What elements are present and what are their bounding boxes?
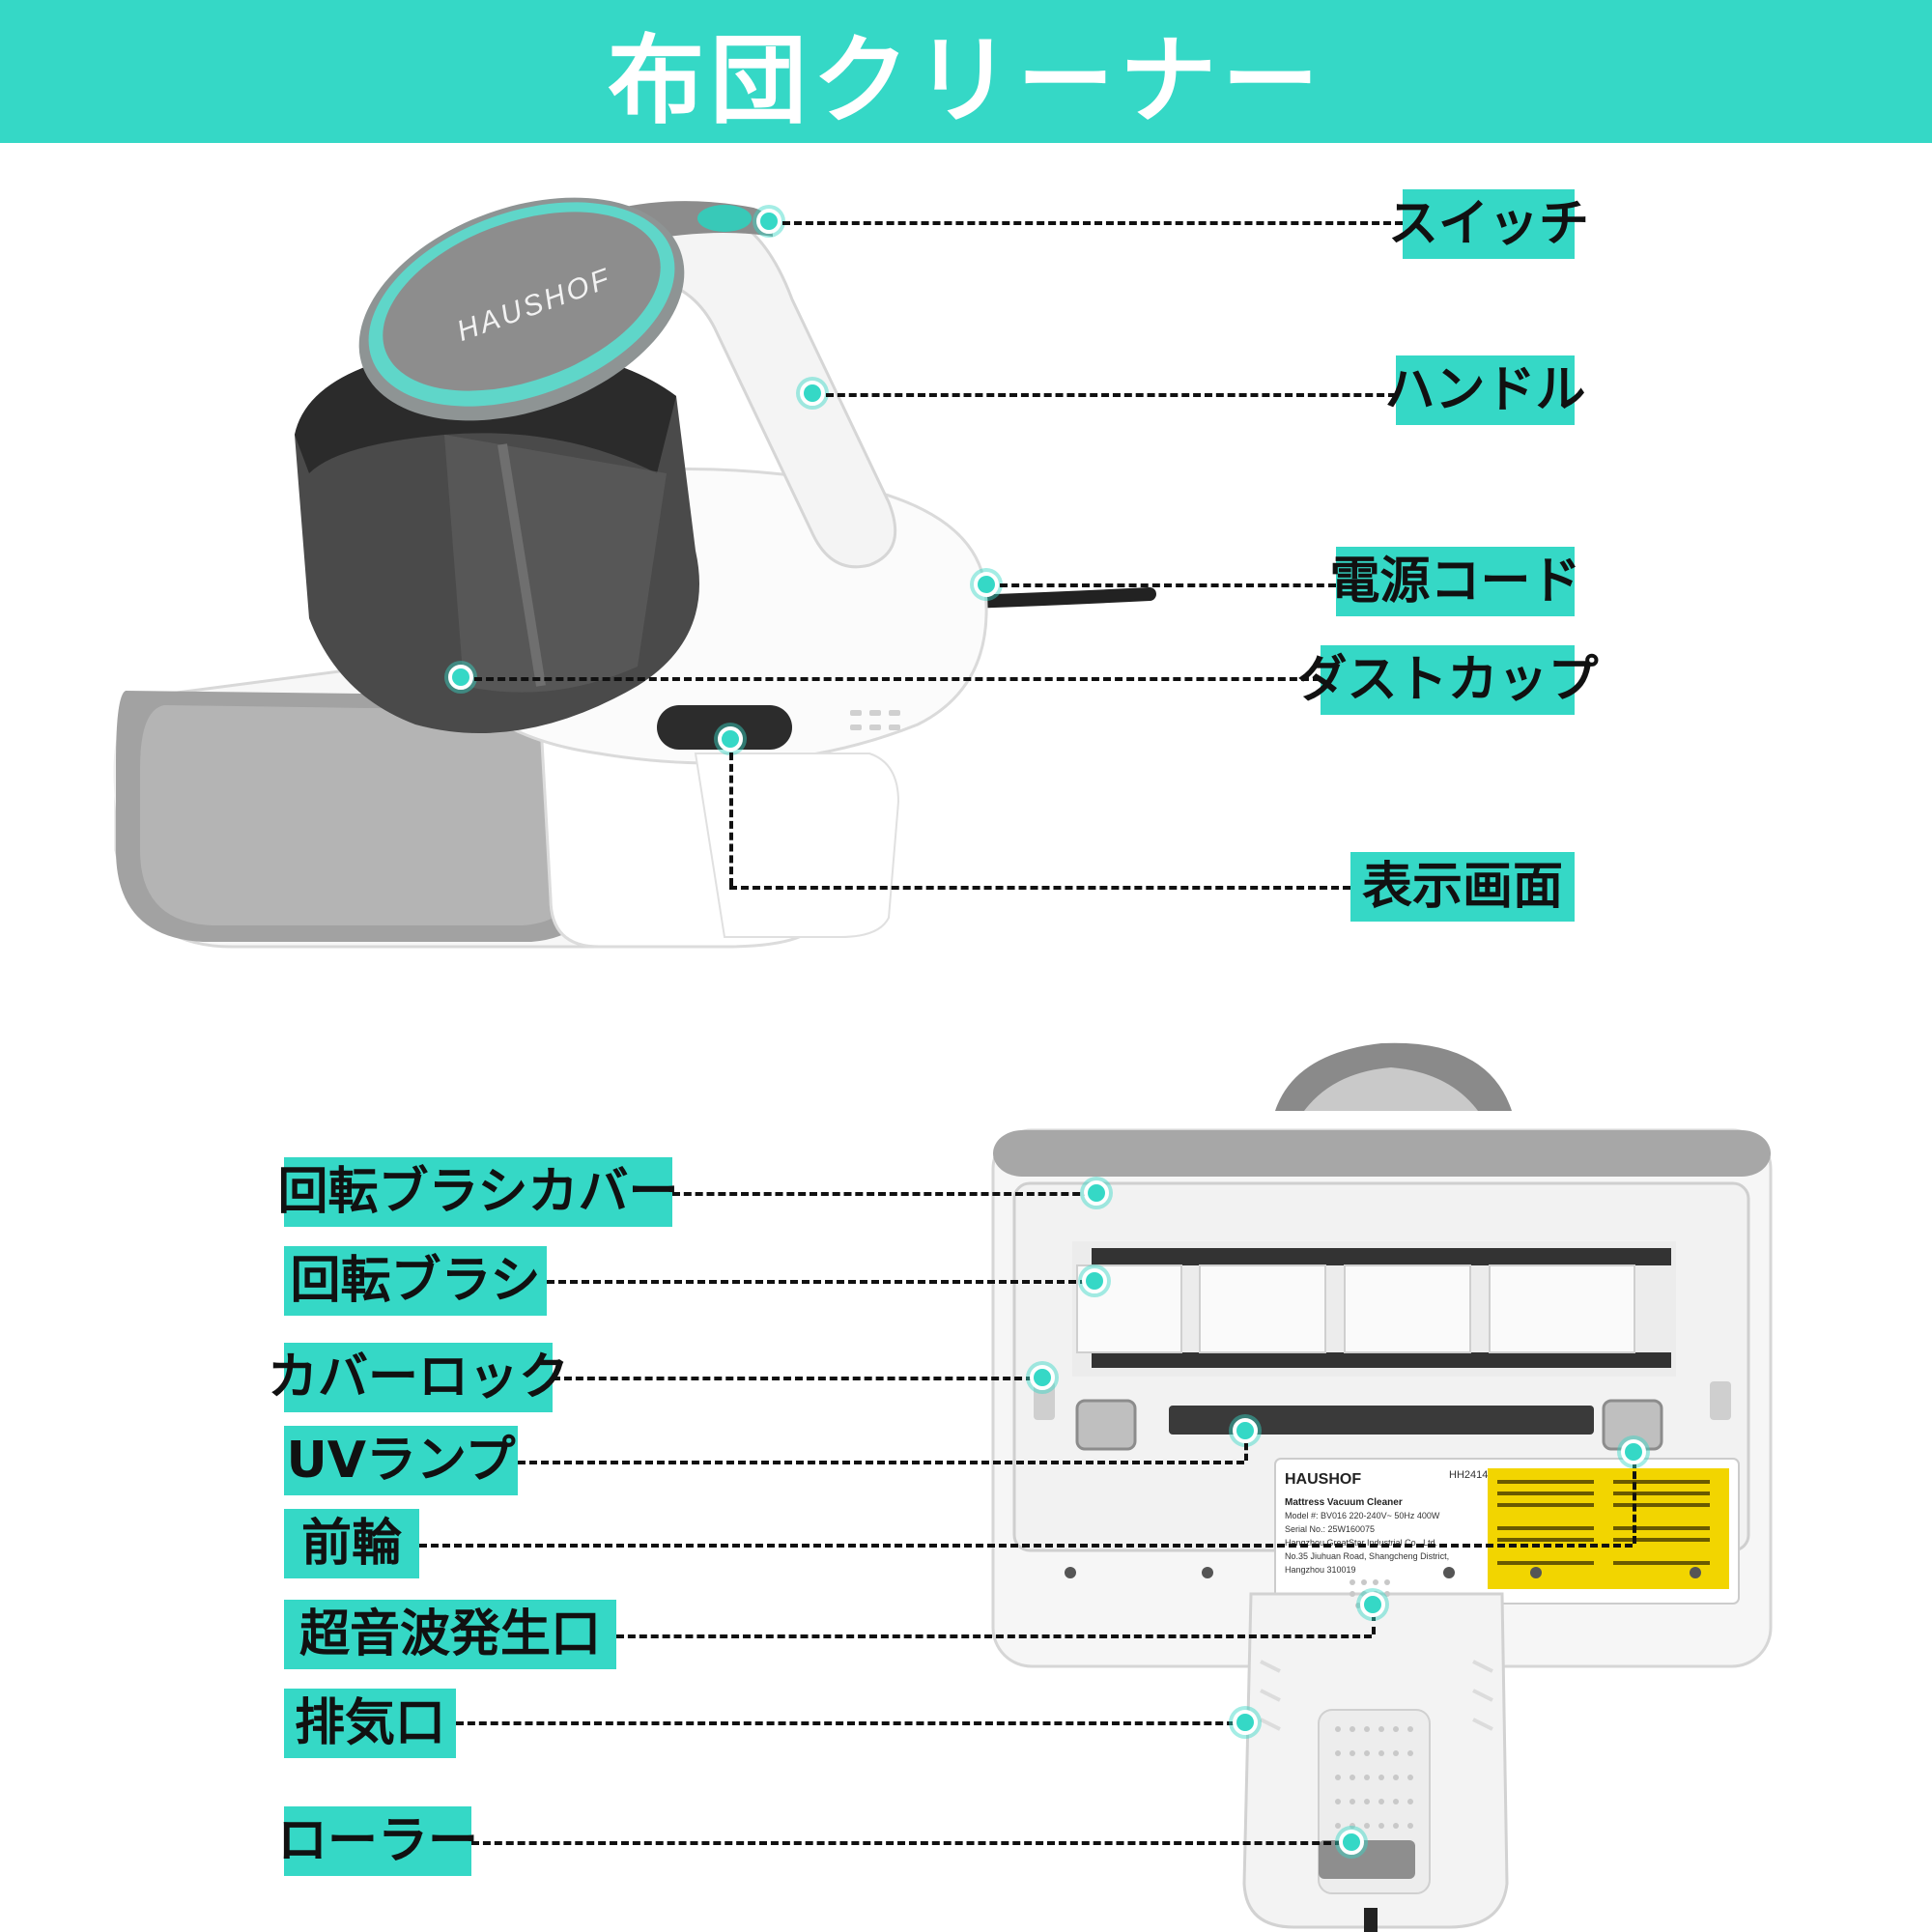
nameplate-line-3: Hangzhou GreatStar Industrial Co., Ltd. [1285, 1538, 1437, 1548]
label-dust-cup: ダストカップ [1297, 645, 1599, 715]
nameplate-line-5: Hangzhou 310019 [1285, 1565, 1356, 1575]
label-handle: ハンドル [1385, 355, 1586, 425]
label-switch: スイッチ [1388, 189, 1589, 259]
front-wheel-marker [1621, 1439, 1646, 1464]
power-cord-marker [974, 572, 999, 597]
product-side-view: HAUSHOF [113, 197, 1156, 949]
display-leader [729, 886, 1350, 890]
display-marker [718, 726, 743, 752]
switch-marker [756, 209, 781, 234]
brush-cover-marker [1084, 1180, 1109, 1206]
ultrasonic-leader-vertical [1372, 1613, 1376, 1634]
dust-cup-marker [448, 665, 473, 690]
nameplate-brand: HAUSHOF [1285, 1471, 1361, 1488]
front-wheel-leader-vertical [1633, 1461, 1636, 1544]
page-title: 布団クリーナー [608, 23, 1324, 137]
power-cord-leader [1000, 583, 1336, 587]
roller-leader [471, 1841, 1343, 1845]
cover-lock-leader [553, 1377, 1034, 1380]
uv-lamp-marker [1233, 1418, 1258, 1443]
display-leader-vertical [729, 753, 733, 886]
label-front-wheel: 前輪 [284, 1509, 419, 1578]
exhaust-leader [456, 1721, 1246, 1725]
nameplate-line-1: Model #: BV016 220-240V~ 50Hz 400W [1285, 1511, 1440, 1520]
handle-marker [800, 381, 825, 406]
uv-lamp-leader [518, 1461, 1244, 1464]
brush-leader [547, 1280, 1088, 1284]
brush-marker [1082, 1268, 1107, 1293]
ultrasonic-leader [616, 1634, 1372, 1638]
cover-lock-marker [1030, 1365, 1055, 1390]
label-display: 表示画面 [1350, 852, 1575, 922]
label-power-cord: 電源コード [1330, 547, 1581, 616]
label-ultrasonic: 超音波発生口 [284, 1600, 616, 1669]
front-wheel-leader [419, 1544, 1633, 1548]
product-bottom-view: HAUSHOF HH24147A Mattress Vacuum Cleaner… [991, 1042, 1773, 1932]
exhaust-marker [1233, 1710, 1258, 1735]
nameplate-line-2: Serial No.: 25W160075 [1285, 1524, 1375, 1534]
header-banner: 布団クリーナー [0, 0, 1932, 143]
ultrasonic-marker [1360, 1592, 1385, 1617]
switch-leader [782, 221, 1403, 225]
brush-cover-leader [672, 1192, 1092, 1196]
label-cover-lock: カバーロック [268, 1343, 569, 1412]
uv-lamp-leader-vertical [1244, 1443, 1248, 1461]
handle-leader [826, 393, 1396, 397]
nameplate-line-4: No.35 Jiuhuan Road, Shangcheng District, [1285, 1551, 1449, 1561]
label-brush-cover: 回転ブラシカバー [278, 1157, 678, 1227]
label-roller: ローラー [277, 1806, 478, 1876]
nameplate-line-0: Mattress Vacuum Cleaner [1285, 1497, 1403, 1508]
dust-cup-leader [474, 677, 1321, 681]
label-exhaust: 排気口 [284, 1689, 456, 1758]
label-uv-lamp: UVランプ [284, 1426, 518, 1495]
roller-marker [1339, 1830, 1364, 1855]
label-brush: 回転ブラシ [284, 1246, 547, 1316]
